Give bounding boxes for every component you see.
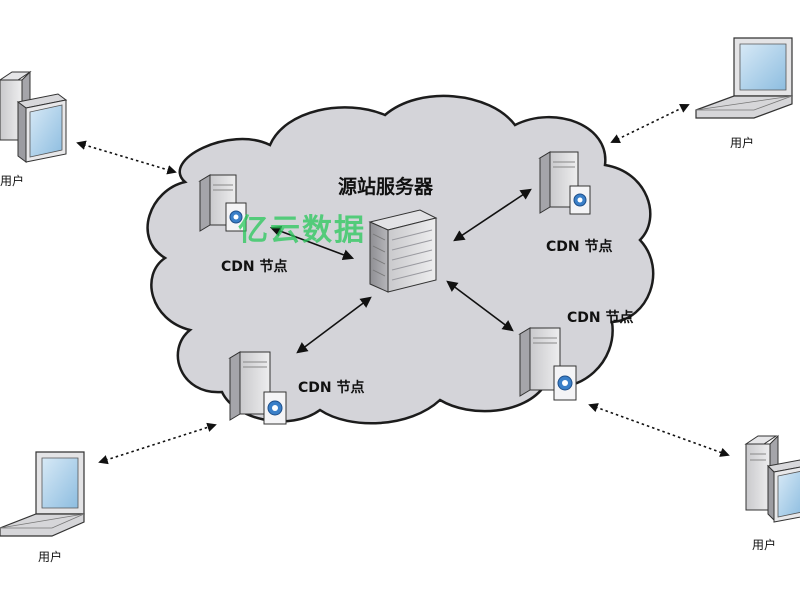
watermark-text: 亿云数据 — [238, 213, 366, 248]
cdn-node-server-icon — [228, 351, 287, 425]
link-origin-cdn-bottom-left — [296, 296, 372, 354]
laptop-icon — [0, 451, 85, 537]
user-link-bottom-right — [588, 403, 730, 457]
desktop-computer-icon — [744, 434, 800, 523]
user-links — [76, 104, 730, 465]
origin-server-icon — [368, 209, 438, 293]
user-link-top-right — [610, 104, 690, 143]
laptop-icon — [695, 37, 793, 119]
user-link-bottom-left — [98, 422, 217, 465]
cdn-node-label: CDN 节点 — [567, 310, 634, 326]
cdn-node-label: CDN 节点 — [221, 259, 288, 275]
cdn-node-server-icon — [198, 174, 247, 232]
desktop-computer-icon — [0, 70, 68, 163]
user-label: 用户 — [752, 538, 777, 552]
user-link-top-left — [76, 140, 177, 175]
user-label: 用户 — [38, 550, 63, 564]
link-origin-cdn-top-left — [269, 225, 355, 261]
cdn-node-server-icon — [538, 151, 591, 215]
origin-server-label: 源站服务器 — [338, 176, 434, 198]
link-origin-cdn-top-right — [453, 188, 532, 242]
cdn-node-label: CDN 节点 — [546, 239, 613, 255]
cdn-node-label: CDN 节点 — [298, 380, 365, 396]
user-label: 用户 — [730, 136, 755, 150]
link-origin-cdn-bottom-right — [446, 280, 514, 332]
user-label: 用户 — [0, 174, 25, 188]
server-links — [269, 188, 532, 354]
cdn-node-server-icon — [518, 327, 577, 401]
